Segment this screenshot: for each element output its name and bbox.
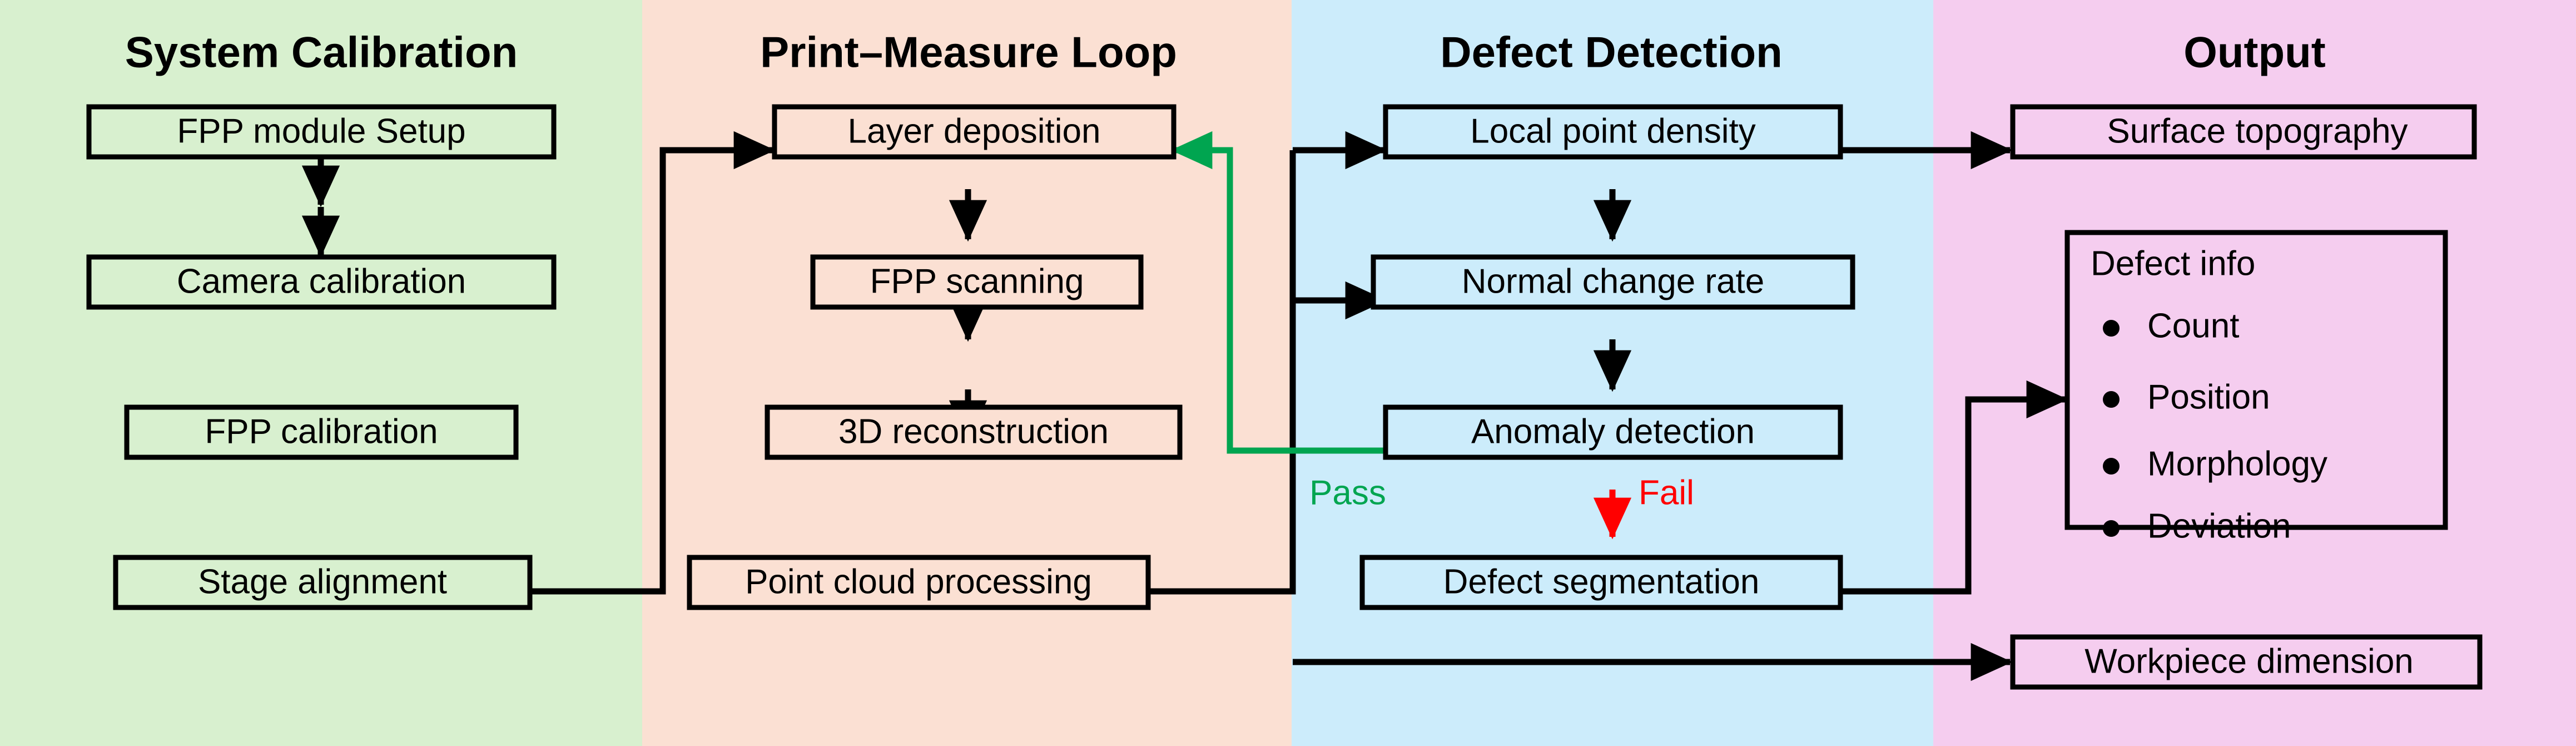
bullet-icon bbox=[2103, 391, 2120, 408]
band-title-system-calibration: System Calibration bbox=[125, 28, 518, 77]
node-label: Workpiece dimension bbox=[2084, 642, 2414, 680]
node-defect-segmentation[interactable]: Defect segmentation bbox=[1359, 555, 1843, 610]
edge-label-fail: Fail bbox=[1639, 473, 1694, 512]
node-3d-reconstruction[interactable]: 3D reconstruction bbox=[765, 404, 1183, 460]
bullet-icon bbox=[2103, 458, 2120, 475]
node-anomaly-detection[interactable]: Anomaly detection bbox=[1383, 404, 1843, 460]
node-fpp-module-setup[interactable]: FPP module Setup bbox=[86, 104, 557, 160]
band-title-print-measure-loop: Print–Measure Loop bbox=[760, 28, 1177, 77]
edge-pointcloud-to-trunk bbox=[1147, 150, 1296, 595]
defect-info-title: Defect info bbox=[2091, 244, 2255, 283]
edge-anomaly-pass-to-layer-deposition bbox=[1170, 131, 1384, 454]
node-defect-info[interactable]: Defect info Count Position Morphology De… bbox=[2064, 230, 2448, 545]
edge-label-pass: Pass bbox=[1309, 473, 1386, 512]
node-label: FPP module Setup bbox=[177, 112, 465, 150]
band-title-defect-detection: Defect Detection bbox=[1440, 28, 1782, 77]
bullet-icon bbox=[2103, 520, 2120, 537]
node-fpp-calibration[interactable]: FPP calibration bbox=[124, 404, 519, 460]
node-stage-alignment[interactable]: Stage alignment bbox=[113, 555, 533, 610]
node-camera-calibration[interactable]: Camera calibration bbox=[86, 254, 557, 310]
node-label: 3D reconstruction bbox=[838, 412, 1109, 451]
defect-info-item: Deviation bbox=[2147, 507, 2291, 545]
node-label: FPP calibration bbox=[205, 412, 438, 451]
defect-info-item: Position bbox=[2147, 378, 2270, 416]
edge-segmentation-to-defect-info bbox=[1840, 380, 2068, 595]
node-label: Stage alignment bbox=[198, 562, 447, 601]
node-label: Local point density bbox=[1470, 112, 1756, 150]
defect-info-item: Morphology bbox=[2147, 444, 2327, 483]
node-fpp-scanning[interactable]: FPP scanning bbox=[810, 254, 1144, 310]
node-point-cloud-processing[interactable]: Point cloud processing bbox=[687, 555, 1151, 610]
band-title-output: Output bbox=[2183, 28, 2326, 77]
node-workpiece-dimension[interactable]: Workpiece dimension bbox=[2010, 634, 2483, 690]
node-label: Surface topography bbox=[2107, 112, 2408, 150]
node-label: Point cloud processing bbox=[745, 562, 1092, 601]
node-layer-deposition[interactable]: Layer deposition bbox=[772, 104, 1177, 160]
node-label: Anomaly detection bbox=[1471, 412, 1755, 451]
node-label: Layer deposition bbox=[848, 112, 1101, 150]
node-label: FPP scanning bbox=[870, 262, 1084, 300]
node-local-point-density[interactable]: Local point density bbox=[1383, 104, 1843, 160]
node-surface-topography[interactable]: Surface topography bbox=[2010, 104, 2477, 160]
node-label: Camera calibration bbox=[177, 262, 466, 300]
node-normal-change-rate[interactable]: Normal change rate bbox=[1371, 254, 1855, 310]
node-label: Defect segmentation bbox=[1443, 562, 1760, 601]
defect-info-item: Count bbox=[2147, 307, 2239, 345]
bullet-icon bbox=[2103, 320, 2120, 337]
node-label: Normal change rate bbox=[1462, 262, 1765, 300]
